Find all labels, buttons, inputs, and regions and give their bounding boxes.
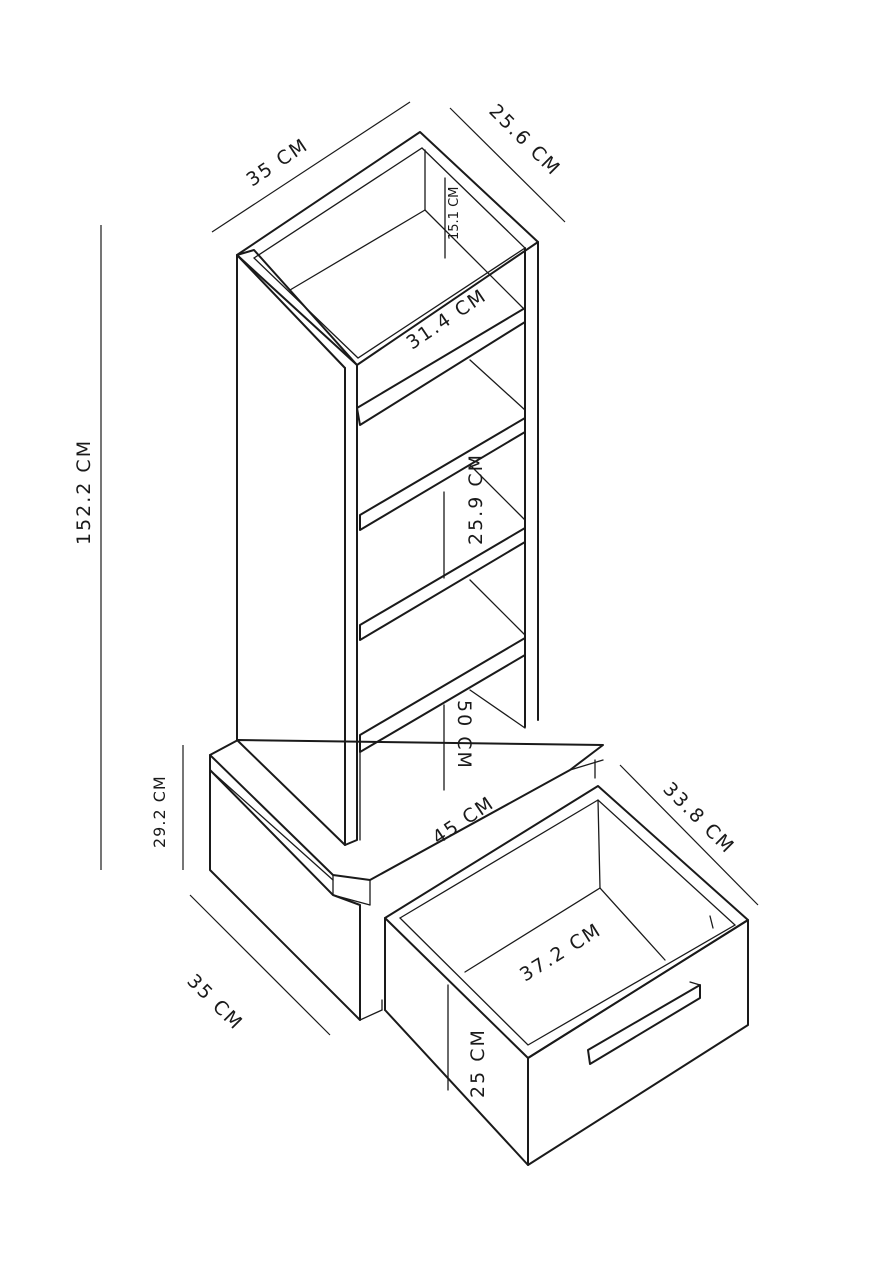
shelf-3-depth — [469, 579, 526, 636]
base-cabinet — [209, 739, 604, 1021]
drawer-inner-back — [464, 887, 601, 973]
label-base-depth: 35 CM — [182, 970, 247, 1035]
dimline-base-depth — [189, 894, 331, 1036]
base-bottom-edge — [209, 869, 361, 1021]
shelf-1 — [356, 307, 526, 426]
shelf-boards — [356, 307, 526, 753]
base-left-face — [209, 754, 361, 1021]
dimension-lines — [100, 101, 759, 1036]
base-top-front-edge — [209, 769, 334, 881]
shelf-top-inner — [252, 147, 527, 359]
label-drawer-height: 25 CM — [467, 1028, 489, 1098]
drawer-corner-tick — [709, 915, 714, 929]
shelf-left-panel — [236, 249, 358, 846]
drawer-inner-side — [599, 887, 666, 961]
label-drawer-depth: 33.8 CM — [658, 778, 739, 859]
dimline-drawer-depth — [619, 764, 759, 906]
drawer-handle — [587, 984, 701, 1065]
label-shelf-gap: 25.9 CM — [465, 453, 487, 545]
label-base-width: 45 CM — [428, 792, 498, 849]
label-lower-gap: 50 CM — [453, 700, 475, 770]
label-base-height: 29.2 CM — [150, 775, 169, 848]
base-bottom-edge-2 — [359, 1009, 383, 1021]
dimline-top-width — [211, 101, 411, 233]
shelf-back-top-right — [424, 209, 526, 311]
label-top-depth: 25.6 CM — [484, 100, 565, 181]
shelf-2-depth — [469, 464, 526, 521]
dimline-top-depth — [449, 107, 566, 223]
drawer — [384, 785, 749, 1166]
label-total-height: 152.2 CM — [73, 439, 95, 545]
label-drawer-inner-width: 37.2 CM — [516, 919, 606, 986]
shelf-back-top — [289, 209, 426, 291]
shelf-3 — [359, 527, 526, 641]
drawer-handle-end — [689, 981, 701, 986]
shelf-left-top-edge — [236, 254, 346, 369]
shelf-1-depth — [469, 359, 526, 411]
drawer-bottom-edge — [384, 1009, 529, 1166]
shelf-4-depth — [469, 689, 526, 729]
base-top-face — [209, 739, 604, 881]
drawer-inner-rim — [398, 799, 737, 1046]
label-top-width: 35 CM — [242, 134, 312, 191]
shelf-unit — [236, 131, 539, 846]
shelf-2 — [359, 417, 526, 531]
label-top-shelf-gap: 15.1 CM — [447, 187, 462, 240]
shelf-4 — [359, 637, 526, 753]
drawer-inner-corner — [597, 799, 601, 889]
base-top-back-edge — [569, 759, 604, 771]
